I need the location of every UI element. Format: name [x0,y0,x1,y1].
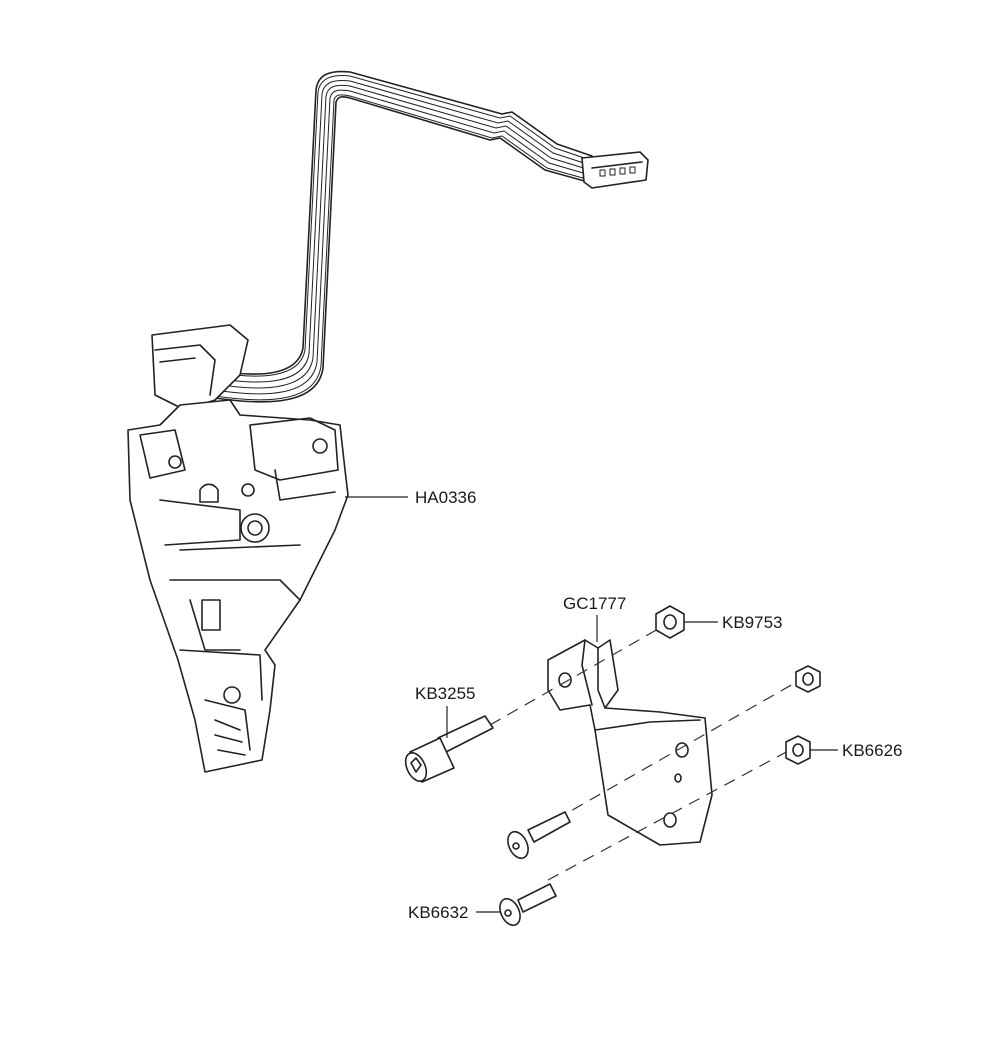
nut-kb9753 [655,605,685,639]
nut-kb6626 [785,735,811,765]
button-screw-kb6632 [499,883,557,927]
main-assembly-ha0336 [127,324,349,773]
callout-kb9753: KB9753 [722,613,783,632]
callout-kb6632: KB6632 [408,903,469,922]
leader-lines [345,496,838,913]
nut-upper-right [795,665,821,693]
cap-screw-kb3255 [404,715,494,783]
callout-kb6626: KB6626 [842,741,903,760]
assembly-axes [489,624,801,881]
callout-gc1777: GC1777 [563,594,627,613]
button-screw-middle [507,811,571,860]
cable-connector [581,151,649,189]
ribbon-cable [214,70,593,403]
callout-kb3255: KB3255 [415,684,476,703]
bracket-gc1777 [547,639,713,846]
callout-ha0336: HA0336 [415,488,477,507]
